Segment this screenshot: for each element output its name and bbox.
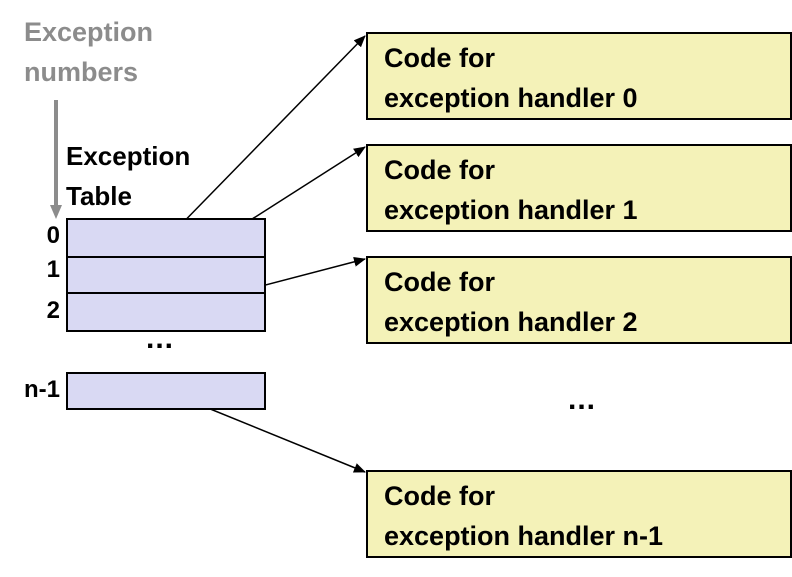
exception-numbers-line1: Exception bbox=[24, 17, 154, 47]
handler-box-0: Code for exception handler 0 bbox=[366, 32, 792, 120]
arrow-to-handler-0 bbox=[165, 35, 366, 241]
handler-0-line2: exception handler 0 bbox=[384, 83, 638, 113]
exception-table-title-line1: Exception bbox=[66, 141, 191, 171]
index-label-1: 1 bbox=[46, 256, 60, 283]
handler-n-1-line1: Code for bbox=[384, 481, 495, 511]
handler-box-1: Code for exception handler 1 bbox=[366, 144, 792, 232]
exception-numbers-line2: numbers bbox=[24, 57, 139, 87]
exception-table-title-line2: Table bbox=[66, 181, 132, 211]
index-label-2: 2 bbox=[46, 297, 60, 324]
handlers-ellipsis: ... bbox=[568, 383, 597, 416]
handler-box-n-1: Code for exception handler n-1 bbox=[366, 470, 792, 558]
table-ellipsis: ... bbox=[146, 322, 175, 355]
handler-box-2: Code for exception handler 2 bbox=[366, 256, 792, 344]
handler-0-line1: Code for bbox=[384, 43, 495, 73]
index-label-0: 0 bbox=[46, 222, 60, 249]
index-label-n-1: n-1 bbox=[24, 376, 60, 403]
table-entry-1 bbox=[66, 256, 266, 294]
handler-2-line1: Code for bbox=[384, 267, 495, 297]
table-entry-0 bbox=[66, 218, 266, 258]
exception-table-title: Exception Table bbox=[66, 136, 190, 216]
table-entry-2 bbox=[66, 292, 266, 332]
handler-2-line2: exception handler 2 bbox=[384, 307, 638, 337]
exception-numbers-label: Exception numbers bbox=[24, 12, 153, 92]
handler-n-1-line2: exception handler n-1 bbox=[384, 521, 664, 551]
exception-table bbox=[66, 218, 266, 332]
table-entry-n-1 bbox=[66, 372, 266, 410]
handler-1-line2: exception handler 1 bbox=[384, 195, 638, 225]
handler-1-line1: Code for bbox=[384, 155, 495, 185]
